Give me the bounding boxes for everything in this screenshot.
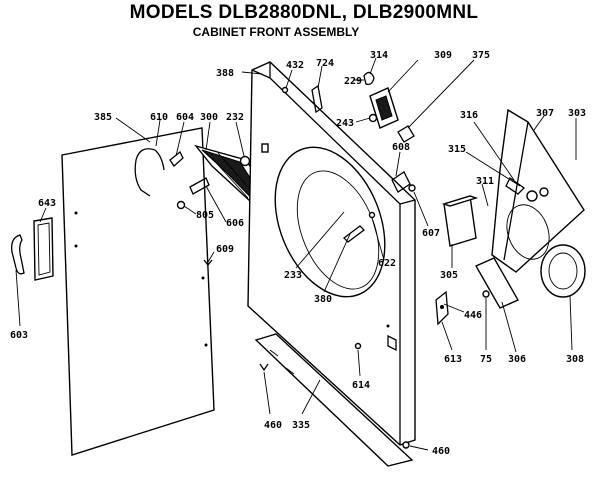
diagram-title: MODELS DLB2880DNL, DLB2900MNL	[129, 2, 479, 23]
door-handle-603	[11, 234, 25, 275]
base-strip-335	[254, 333, 414, 467]
label-643: 643	[38, 198, 56, 209]
screw-460-left	[259, 363, 269, 372]
lower-parts	[435, 257, 519, 326]
screw-607	[408, 184, 416, 192]
label-315: 315	[448, 144, 466, 155]
label-305: 305	[440, 270, 458, 281]
screw-622	[368, 211, 376, 219]
label-380: 380	[314, 294, 332, 305]
label-606: 606	[226, 218, 244, 229]
label-375: 375	[472, 50, 490, 61]
small-fasteners	[169, 150, 213, 272]
label-609: 609	[216, 244, 234, 255]
door-switch-309	[368, 87, 415, 143]
label-388: 388	[216, 68, 234, 79]
label-610: 610	[150, 112, 168, 123]
bulkhead-307	[491, 108, 585, 273]
label-316: 316	[460, 110, 478, 121]
top-fasteners	[281, 71, 375, 114]
label-446: 446	[464, 310, 482, 321]
label-607: 607	[422, 228, 440, 239]
knob-232	[239, 155, 251, 167]
label-460-left: 460	[264, 420, 282, 431]
label-75: 75	[480, 354, 492, 365]
label-314: 314	[370, 50, 388, 61]
label-243: 243	[336, 118, 354, 129]
label-603: 603	[10, 330, 28, 341]
label-311: 311	[476, 176, 494, 187]
label-724: 724	[316, 58, 334, 69]
diagram-subtitle: CABINET FRONT ASSEMBLY	[192, 25, 360, 39]
label-307: 307	[536, 108, 554, 119]
label-229: 229	[344, 76, 362, 87]
module-305	[441, 195, 479, 247]
label-604: 604	[176, 112, 194, 123]
cabinet-front-388	[247, 61, 416, 446]
label-385: 385	[94, 112, 112, 123]
label-300: 300	[200, 112, 218, 123]
bracket-608	[391, 171, 411, 193]
label-608: 608	[392, 142, 410, 153]
label-306: 306	[508, 354, 526, 365]
screw-460-right	[402, 441, 410, 449]
label-614: 614	[352, 380, 370, 391]
label-309: 309	[434, 50, 452, 61]
label-232: 232	[226, 112, 244, 123]
label-335: 335	[292, 420, 310, 431]
label-432: 432	[286, 60, 304, 71]
front-panel-385	[61, 127, 215, 456]
label-308: 308	[566, 354, 584, 365]
label-233: 233	[284, 270, 302, 281]
lamp-cord-610	[134, 148, 165, 197]
screw-614	[354, 342, 362, 350]
label-805: 805	[196, 210, 214, 221]
label-460-right: 460	[432, 446, 450, 457]
label-622: 622	[378, 258, 396, 269]
label-303: 303	[568, 108, 586, 119]
leader-lines	[15, 57, 577, 451]
filter-grille-643	[33, 217, 54, 281]
label-613: 613	[444, 354, 462, 365]
drum-seal-308	[540, 244, 586, 298]
